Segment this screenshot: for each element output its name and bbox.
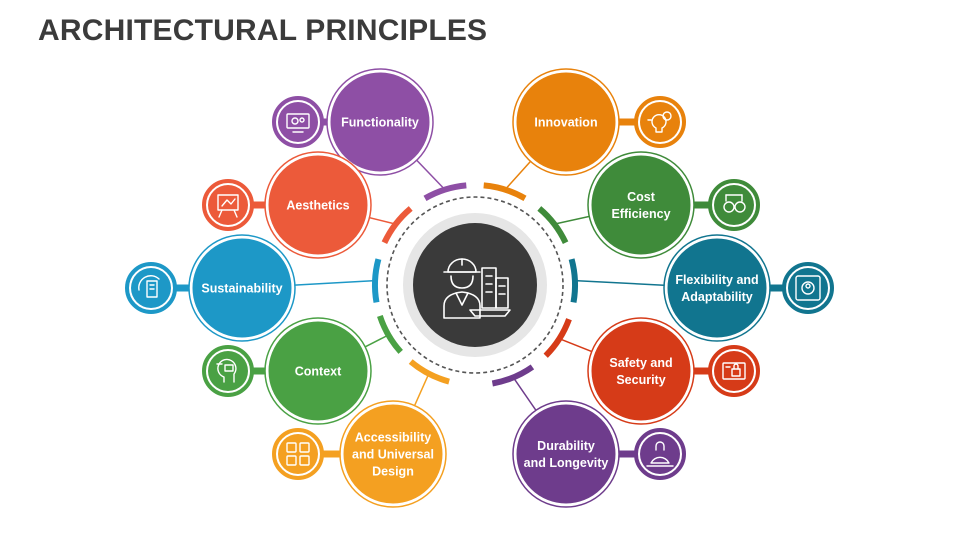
functionality-circle: [327, 69, 433, 175]
flexibility-circle: [664, 235, 770, 341]
cost-efficiency-circle: [588, 152, 694, 258]
sustainability-circle-outline: [188, 234, 296, 342]
lightbulb-gear-icon: [647, 111, 672, 133]
safety-ring-arc: [543, 318, 572, 358]
context-ring-arc: [377, 314, 403, 354]
secure-document-icon: [722, 362, 746, 380]
kettlebell-icon: [646, 441, 674, 467]
blueprint-gears-monitor-icon: [286, 113, 310, 133]
accessibility-icon-fill: [278, 434, 318, 474]
center-outer-ring: [386, 196, 564, 374]
cost-efficiency-label-line: Efficiency: [611, 207, 670, 221]
accessibility-circle-outline: [339, 400, 447, 508]
durability-label-line: Durability: [537, 439, 595, 453]
durability-circle: [513, 401, 619, 507]
durability-icon-fill: [640, 434, 680, 474]
principle-functionality: Functionality: [272, 68, 434, 176]
aesthetics-circle: [265, 152, 371, 258]
safety-circle: [588, 318, 694, 424]
accessibility-label-line: Accessibility: [355, 431, 431, 445]
functionality-label-line: Functionality: [341, 116, 419, 130]
ring-arcs: [372, 182, 578, 387]
flexibility-ring-arc: [568, 258, 578, 303]
innovation-icon-fill: [640, 102, 680, 142]
safety-label-line: Security: [616, 373, 665, 387]
principle-sustainability: Sustainability: [125, 234, 296, 342]
head-with-ideas-icon: [216, 358, 237, 383]
innovation-label-line: Innovation: [534, 116, 597, 130]
principle-durability: Durability and Longevity: [512, 400, 686, 508]
accessibility-label-line: Design: [372, 465, 414, 479]
safety-label-line: Safety and: [609, 356, 672, 370]
aesthetics-circle-outline: [264, 151, 372, 259]
cost-efficiency-ring-arc: [537, 206, 569, 245]
cost-efficiency-circle-outline: [587, 151, 695, 259]
safety-circle-outline: [587, 317, 695, 425]
aesthetics-label-line: Aesthetics: [286, 199, 349, 213]
functionality-circle-outline: [326, 68, 434, 176]
principle-nodes: FunctionalityAestheticsSustainabilityCon…: [125, 68, 834, 508]
easel-presentation-icon: [217, 194, 239, 218]
accessibility-label-line: and Universal: [352, 448, 434, 462]
flexibility-label-line: Flexibility and: [675, 273, 758, 287]
principle-context: Context: [202, 317, 372, 425]
innovation-circle: [513, 69, 619, 175]
sustainability-circle: [189, 235, 295, 341]
durability-label-line: and Longevity: [524, 456, 609, 470]
innovation-circle-outline: [512, 68, 620, 176]
cost-gears-icon: [723, 194, 746, 213]
principle-innovation: Innovation: [512, 68, 686, 176]
architect-with-building-icon: [443, 258, 511, 319]
accessibility-circle: [340, 401, 446, 507]
flexibility-label-line: Adaptability: [681, 290, 753, 304]
page-title: ARCHITECTURAL PRINCIPLES: [38, 14, 488, 47]
innovation-ring-arc: [483, 182, 527, 202]
safety-icon-fill: [714, 351, 754, 391]
sustainability-ring-arc: [372, 258, 382, 303]
sustainability-icon-fill: [131, 268, 171, 308]
accessibility-ring-arc: [408, 359, 450, 385]
principle-aesthetics: Aesthetics: [202, 151, 372, 259]
functionality-ring-arc: [423, 182, 467, 202]
durability-ring-arc: [491, 364, 535, 387]
sustainable-building-icon: [138, 275, 160, 298]
context-circle-outline: [264, 317, 372, 425]
user-network-icon: [795, 275, 821, 301]
accessibility-people-icon: [286, 442, 310, 466]
context-label-line: Context: [295, 365, 342, 379]
flexibility-circle-outline: [663, 234, 771, 342]
cost-efficiency-label-line: Cost: [627, 190, 656, 204]
sustainability-label-line: Sustainability: [201, 282, 282, 296]
aesthetics-icon-fill: [208, 185, 248, 225]
center-circle: [413, 223, 537, 347]
durability-circle-outline: [512, 400, 620, 508]
context-circle: [265, 318, 371, 424]
aesthetics-ring-arc: [381, 206, 413, 245]
